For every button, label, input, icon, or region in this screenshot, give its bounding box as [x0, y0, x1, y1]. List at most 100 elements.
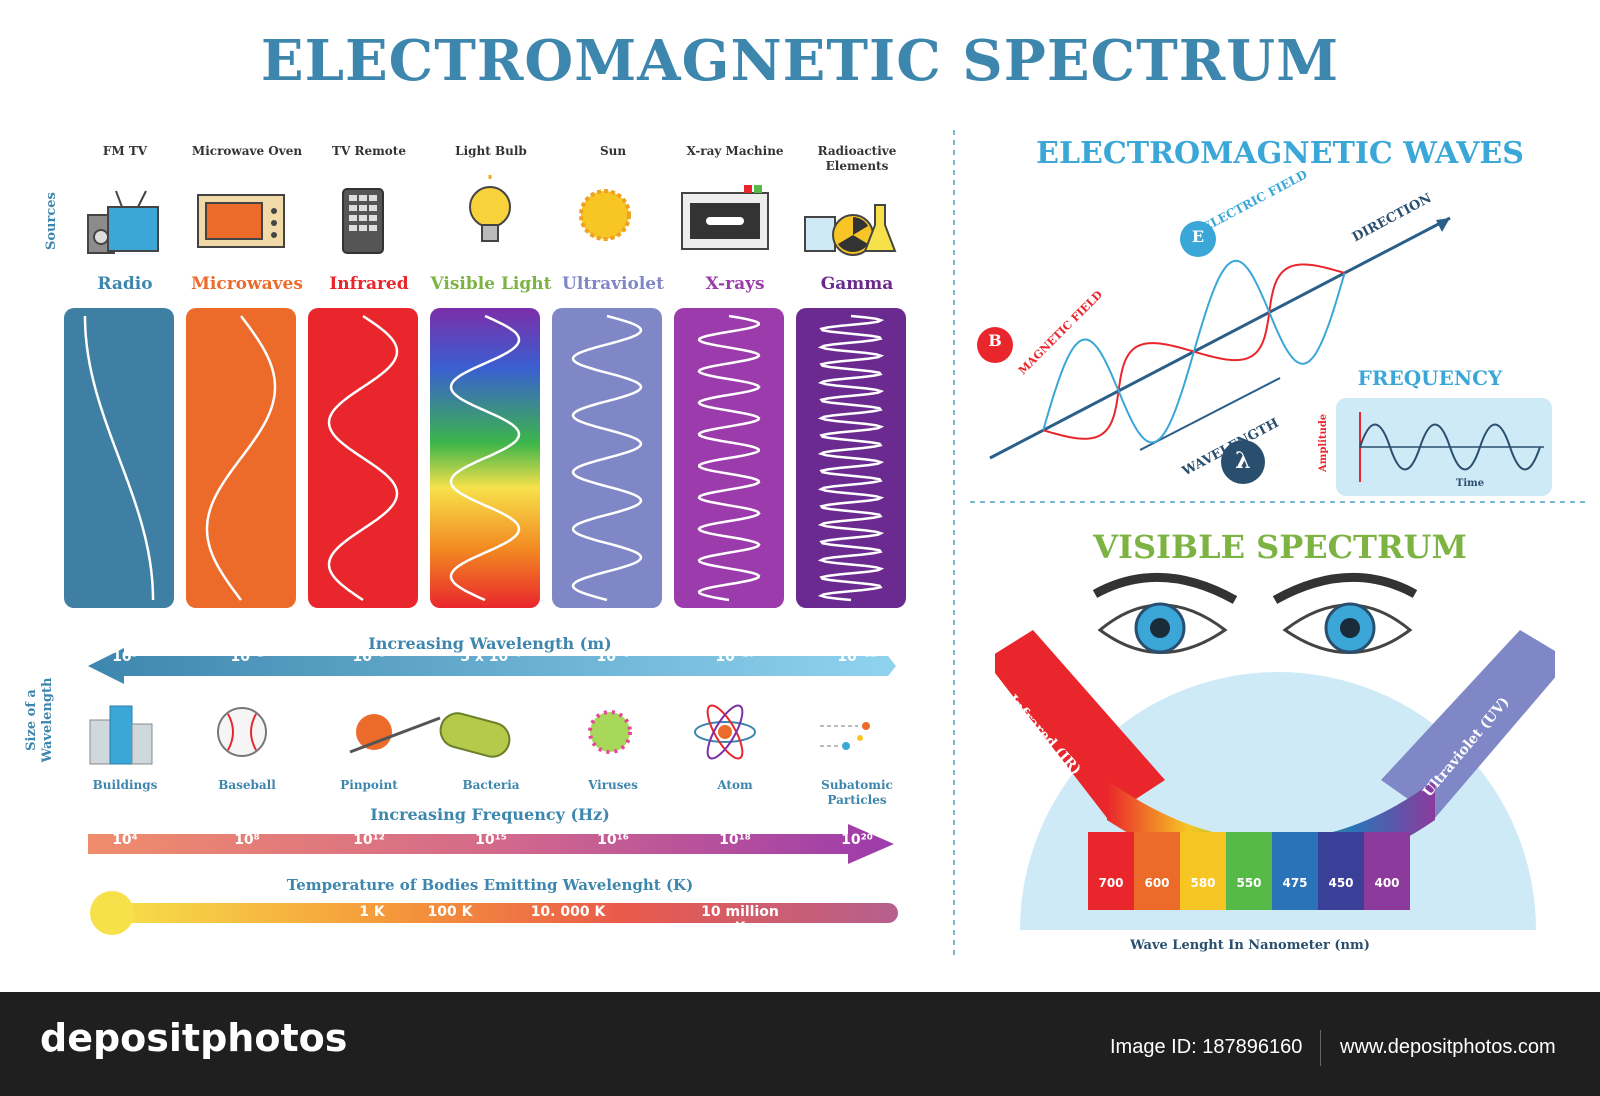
electric-wave — [1042, 259, 1346, 444]
band-label: Microwaves — [191, 274, 303, 294]
section-dividers — [953, 130, 1590, 955]
temperature-tick: 10. 000 K — [530, 904, 606, 920]
wavelength-tick: 10⁻¹² — [837, 649, 877, 665]
size-object-label: Atom — [717, 778, 753, 792]
source-label: Microwave Oven — [191, 144, 303, 158]
wavelength-tick: 10⁻⁸ — [596, 649, 630, 665]
virus-icon — [588, 710, 632, 754]
footer-separator — [1320, 1030, 1321, 1066]
frequency-axis-title: Increasing Frequency (Hz) — [370, 805, 610, 824]
em-wave-diagram — [977, 216, 1451, 484]
footer-image-id: Image ID: 187896160 — [1110, 1036, 1303, 1058]
b-symbol: B — [988, 331, 1002, 350]
frequency-tick: 10¹⁸ — [719, 832, 751, 848]
bacteria-icon — [439, 712, 511, 758]
band-wave — [327, 314, 399, 602]
source-icons — [87, 175, 897, 256]
band-wave — [817, 314, 885, 602]
frequency-panel-title: FREQUENCY — [1357, 366, 1503, 390]
wavelength-axis-title: Increasing Wavelength (m) — [368, 634, 612, 653]
size-object-label: Bacteria — [462, 778, 520, 792]
source-label: FM TV — [102, 144, 148, 158]
band-label: X-rays — [705, 274, 765, 294]
nm-bar — [1226, 832, 1272, 910]
band-wave — [571, 314, 643, 602]
band-label: Gamma — [820, 274, 894, 294]
size-axis-label: Size of a Wavelength — [24, 677, 55, 763]
band-wave — [697, 314, 761, 602]
footer-url[interactable]: www.depositphotos.com — [1340, 1036, 1556, 1058]
temperature-tick: 1 K — [359, 904, 385, 920]
band-wave — [83, 316, 155, 600]
wavelength-tick: 10⁻¹⁰ — [715, 649, 755, 665]
atom-icon — [694, 704, 756, 760]
band-wave — [449, 314, 521, 602]
frequency-tick: 10²⁰ — [841, 832, 873, 848]
baseball-icon — [217, 707, 267, 757]
size-object-label: Viruses — [588, 778, 638, 792]
time-label: Time — [1455, 478, 1485, 489]
page-title: ELECTROMAGNETIC SPECTRUM — [260, 28, 1340, 94]
footer-logo: depositphotos — [40, 1016, 348, 1060]
spectrum-bands — [64, 308, 906, 608]
size-object-label: Pinpoint — [340, 778, 398, 792]
sun-icon — [579, 189, 631, 241]
lambda-symbol: λ — [1235, 448, 1251, 474]
buildings-icon — [89, 705, 153, 765]
nm-bar — [1088, 832, 1134, 910]
temperature-axis-title: Temperature of Bodies Emitting Wavelengh… — [286, 876, 694, 894]
wavelength-tick: 10⁻⁵ — [352, 649, 386, 665]
pinpoint-icon — [349, 714, 441, 754]
microwave-oven-icon — [197, 194, 285, 248]
source-label: TV Remote — [332, 144, 406, 158]
band-wave — [205, 315, 277, 601]
temperature-tick: 10 million K — [701, 904, 779, 936]
nm-bar — [1180, 832, 1226, 910]
right-eye-icon — [1272, 572, 1418, 654]
size-object-label: Baseball — [218, 778, 276, 792]
amplitude-label: Amplitude — [1318, 413, 1329, 472]
footer-bar — [0, 992, 1600, 1096]
source-label: Light Bulb — [455, 144, 527, 158]
source-label: Sun — [599, 144, 627, 158]
nm-label: 400 — [1374, 876, 1400, 890]
radioactive-elements-icon — [804, 204, 897, 256]
sources-axis-label: Sources — [44, 192, 59, 250]
frequency-tick: 10⁸ — [234, 832, 260, 848]
infrared-arm — [995, 630, 1165, 818]
nm-label: 600 — [1144, 876, 1170, 890]
nm-label: 550 — [1236, 876, 1262, 890]
source-label: X-ray Machine — [686, 144, 784, 158]
radio-tv-icon — [87, 190, 159, 254]
wavelength-tick: 5 x 10⁻⁶ — [460, 649, 522, 665]
nm-label: 475 — [1282, 876, 1308, 890]
nm-caption: Wave Lenght In Nanometer (nm) — [1130, 938, 1370, 953]
nm-label: 580 — [1190, 876, 1216, 890]
nm-bar — [1318, 832, 1364, 910]
ultraviolet-arm — [1381, 630, 1555, 818]
band-label: Infrared — [329, 274, 409, 294]
wavelength-arrow — [88, 648, 896, 684]
size-object-icons — [89, 704, 870, 765]
band-label: Visible Light — [430, 274, 552, 294]
frequency-tick: 10¹² — [353, 832, 385, 848]
left-eye-icon — [1092, 572, 1238, 654]
temperature-bar — [90, 891, 898, 935]
frequency-tick: 10⁴ — [112, 832, 138, 848]
nm-label: 700 — [1098, 876, 1124, 890]
size-object-label: Buildings — [92, 778, 158, 792]
xray-machine-icon — [681, 185, 769, 250]
visible-spectrum-diagram — [995, 572, 1555, 930]
frequency-tick: 10¹⁶ — [597, 832, 629, 848]
temperature-tick: 100 K — [427, 904, 473, 920]
band-label: Radio — [97, 274, 153, 294]
frequency-tick: 10¹⁵ — [475, 832, 507, 848]
nm-bar — [1134, 832, 1180, 910]
nm-label: 450 — [1328, 876, 1354, 890]
band-label: Ultraviolet — [562, 274, 664, 294]
em-waves-title: ELECTROMAGNETIC WAVES — [1036, 136, 1524, 171]
source-label: Radioactive Elements — [817, 144, 897, 173]
wavelength-tick: 10³ — [112, 649, 138, 665]
tv-remote-icon — [342, 188, 384, 254]
subatomic-particles-icon — [820, 722, 870, 750]
